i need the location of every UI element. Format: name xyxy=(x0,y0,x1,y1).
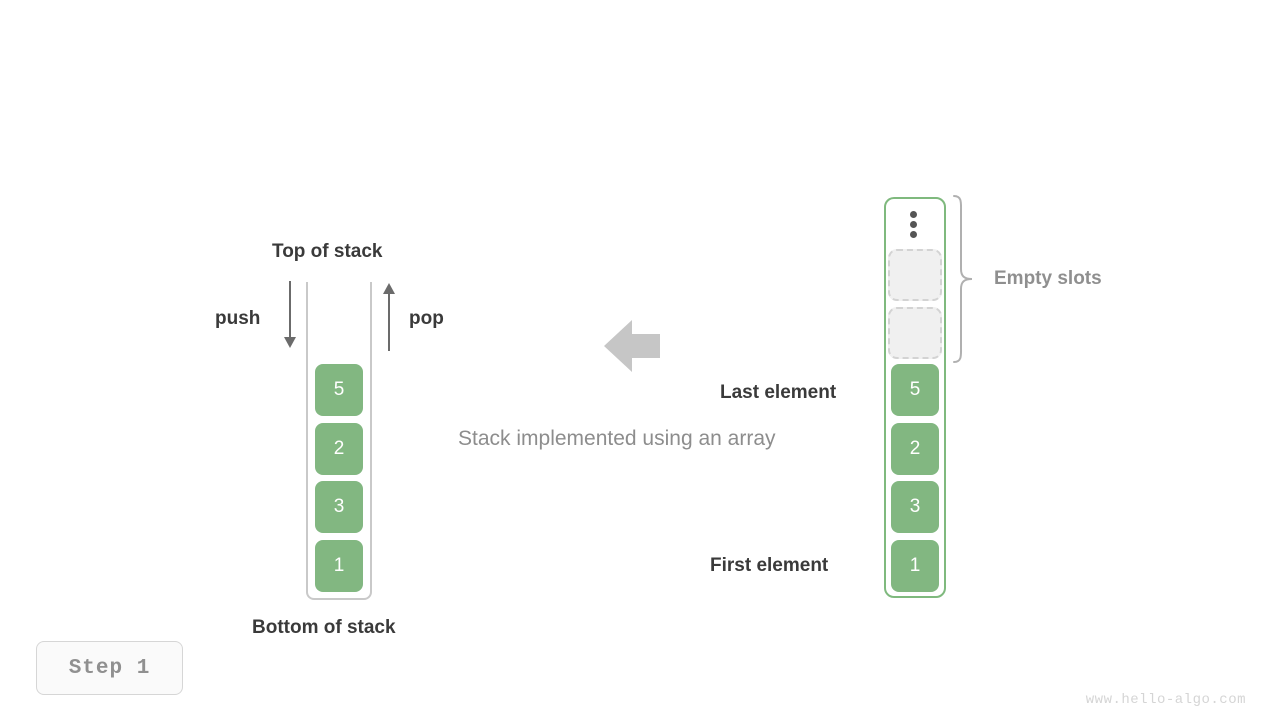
top-of-stack-label: Top of stack xyxy=(272,241,383,262)
push-label: push xyxy=(215,308,261,329)
push-arrow-head xyxy=(284,337,296,348)
empty-slots-brace xyxy=(953,195,973,363)
watermark: www.hello-algo.com xyxy=(1085,692,1246,708)
push-arrow-shaft xyxy=(289,281,291,339)
pop-label: pop xyxy=(409,308,444,329)
stack-cell: 1 xyxy=(315,540,363,592)
array-cell: 5 xyxy=(891,364,939,416)
pop-arrow-shaft xyxy=(388,293,390,351)
array-cell: 1 xyxy=(891,540,939,592)
stack-cell: 2 xyxy=(315,423,363,475)
stack-cell: 5 xyxy=(315,364,363,416)
array-cell: 2 xyxy=(891,423,939,475)
empty-slots-label: Empty slots xyxy=(994,268,1102,289)
diagram-caption: Stack implemented using an array xyxy=(458,427,776,450)
transform-arrow-icon xyxy=(604,320,660,372)
pop-arrow-head xyxy=(383,283,395,294)
first-element-label: First element xyxy=(710,555,829,576)
stack-cell: 3 xyxy=(315,481,363,533)
last-element-label: Last element xyxy=(720,382,837,403)
array-empty-slot xyxy=(888,307,942,359)
array-empty-slot xyxy=(888,249,942,301)
array-cell: 3 xyxy=(891,481,939,533)
step-badge: Step 1 xyxy=(36,641,183,695)
vertical-ellipsis-icon xyxy=(910,211,918,238)
stack-container xyxy=(306,282,372,600)
bottom-of-stack-label: Bottom of stack xyxy=(252,617,396,638)
